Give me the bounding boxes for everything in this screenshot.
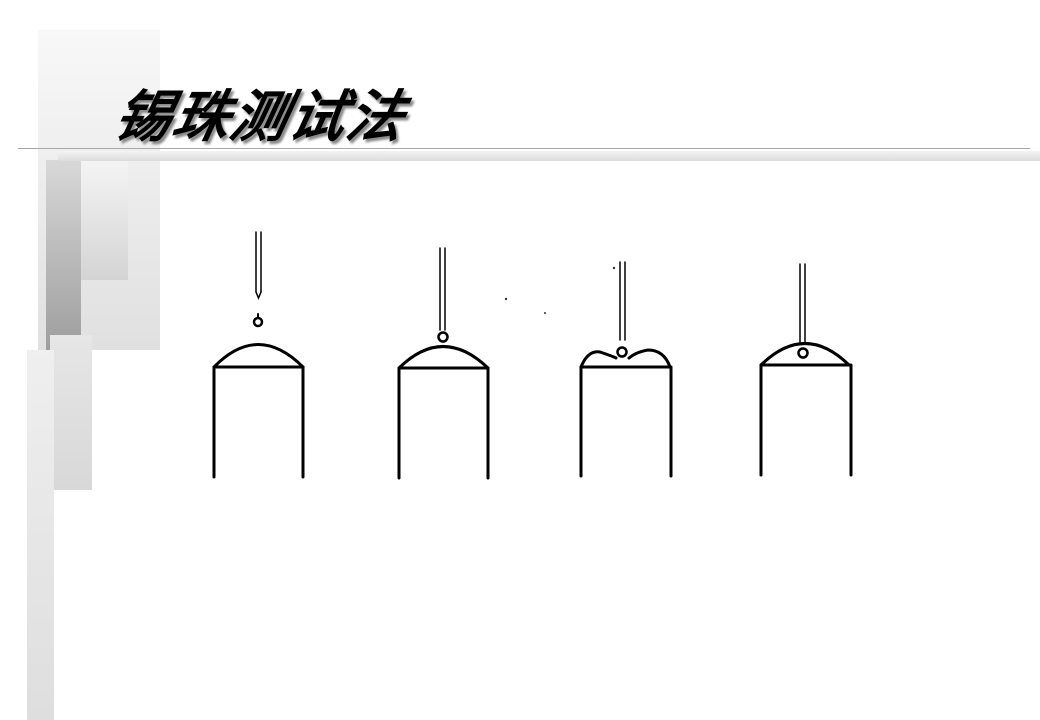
solder-ball-test-diagram bbox=[212, 231, 853, 480]
dome-icon bbox=[212, 343, 305, 369]
title-underline bbox=[18, 148, 1030, 149]
decor-block-mid bbox=[50, 335, 92, 490]
stage-4-figure bbox=[759, 263, 853, 477]
slide-title: 锡珠测试法 bbox=[108, 84, 413, 150]
stage-1-figure bbox=[212, 231, 305, 479]
stage-2-figure bbox=[397, 247, 490, 480]
stage-3-figure bbox=[579, 261, 673, 478]
dome-icon bbox=[759, 342, 851, 367]
solder-ball-icon bbox=[616, 346, 628, 358]
solder-ball-icon bbox=[252, 316, 264, 328]
needle-icon bbox=[255, 231, 262, 300]
title-underline-band bbox=[58, 151, 1040, 161]
solder-ball-icon bbox=[437, 331, 449, 343]
decor-strip-long bbox=[27, 350, 54, 720]
solder-ball-icon bbox=[797, 347, 809, 359]
dome-icon bbox=[397, 345, 490, 370]
needle-icon bbox=[439, 247, 446, 331]
needle-icon bbox=[799, 263, 806, 343]
scan-speck-dots bbox=[504, 266, 616, 314]
deformed-dome-icon bbox=[579, 348, 672, 369]
needle-icon bbox=[619, 261, 626, 341]
